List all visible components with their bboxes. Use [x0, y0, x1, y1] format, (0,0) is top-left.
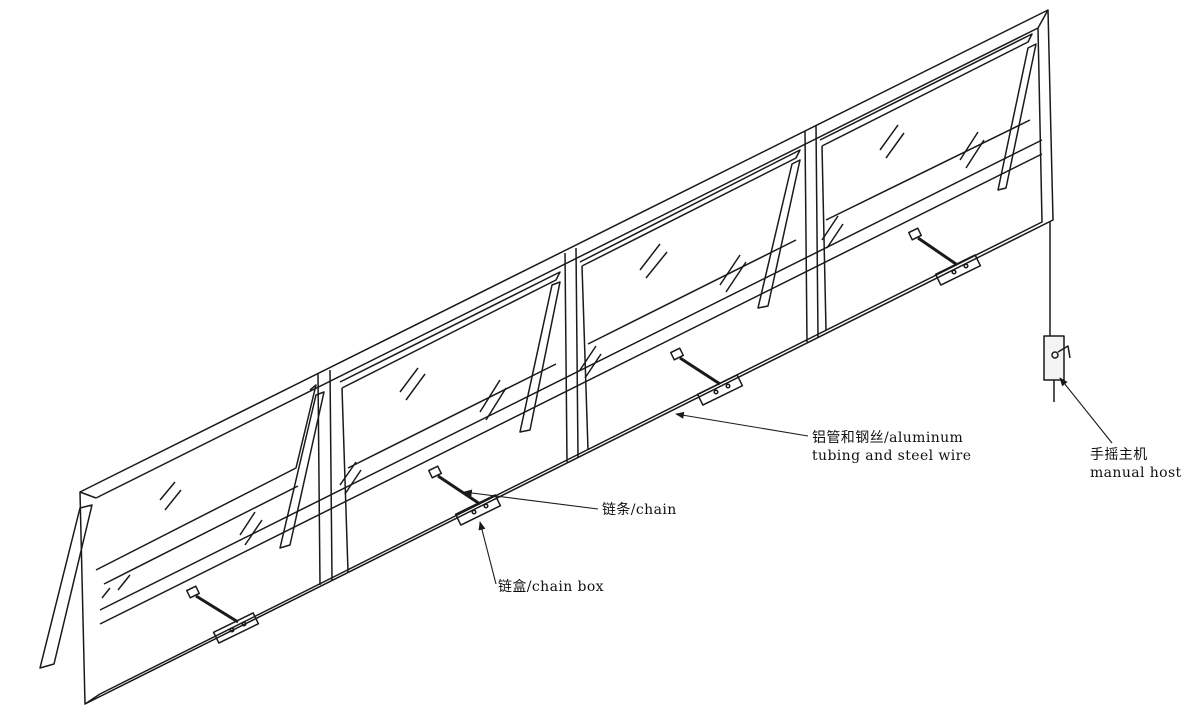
- window-sash: [339, 271, 561, 573]
- outer-frame: [79, 9, 1054, 705]
- callout-aluminum-tubing-line1: 铝管和钢丝/aluminum: [812, 430, 964, 446]
- callout-aluminum-tubing-line2: tubing and steel wire: [812, 448, 972, 464]
- callout-aluminum-tubing: 铝管和钢丝/aluminum tubing and steel wire: [812, 429, 971, 465]
- callout-manual-host-line2: manual host: [1090, 465, 1182, 481]
- window-sash: [819, 33, 1037, 331]
- callout-chain-box: 链盒/chain box: [498, 578, 604, 596]
- chain-assembly: [670, 347, 744, 406]
- window-sash: [39, 384, 325, 669]
- manual-host: [1043, 222, 1071, 402]
- callout-chain-box-line1: 链盒/chain box: [498, 579, 604, 595]
- mullion: [317, 125, 819, 586]
- bottom-rail: [99, 139, 1043, 625]
- leader-lines: [463, 377, 1113, 585]
- chain-assembly: [428, 465, 502, 526]
- chain-assembly: [908, 227, 982, 286]
- callout-manual-host: 手摇主机 manual host: [1090, 446, 1182, 482]
- callout-chain-line1: 链条/chain: [602, 502, 677, 518]
- window-sash: [579, 149, 801, 451]
- chain-assembly: [186, 585, 260, 644]
- callout-manual-host-line1: 手摇主机: [1090, 447, 1148, 463]
- callout-chain: 链条/chain: [602, 501, 677, 519]
